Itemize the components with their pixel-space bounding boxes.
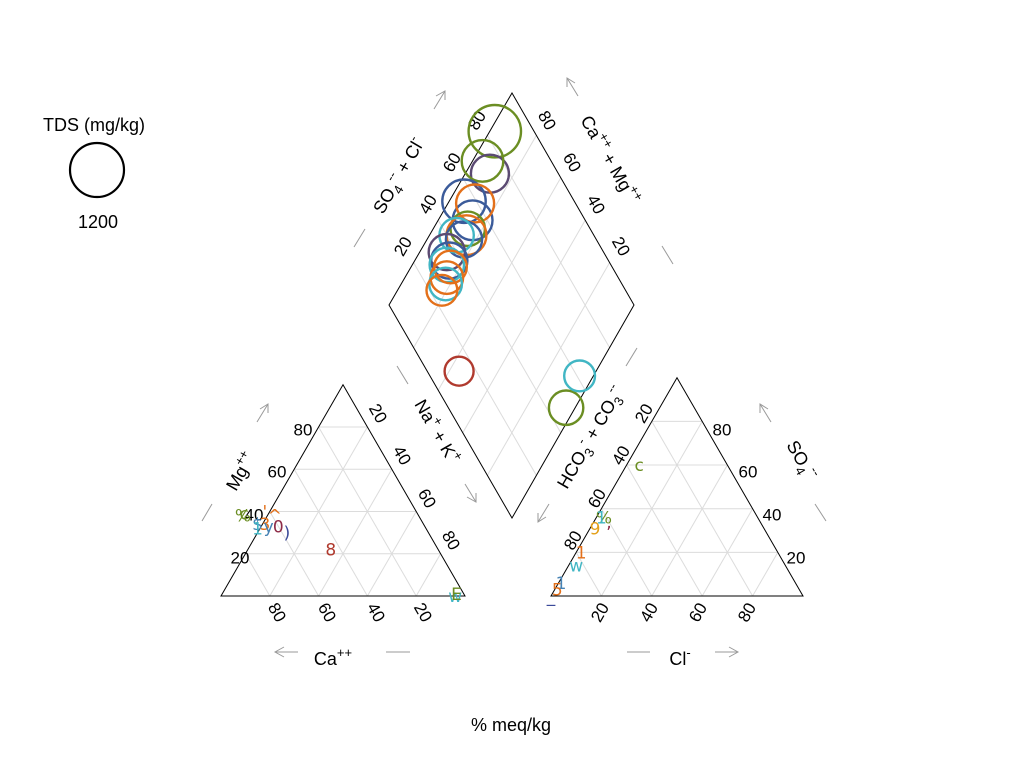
ca-mg-axis-title: Ca++ + Mg++ xyxy=(577,110,647,208)
cation-point: E xyxy=(451,585,462,605)
diamond-point xyxy=(454,183,496,224)
ca-axis-title: Ca++ xyxy=(314,645,352,669)
mg-tick: 60 xyxy=(268,462,287,481)
diamond-point xyxy=(425,273,459,307)
mg-tick: 20 xyxy=(231,548,250,567)
mg-tick: 80 xyxy=(294,420,313,439)
cation-point: 3 xyxy=(259,515,270,535)
so4-tick: 60 xyxy=(739,462,758,481)
cation-point: 8 xyxy=(325,541,336,561)
so4-cl-tick: 40 xyxy=(415,192,441,218)
ca-mg-tick: 80 xyxy=(534,108,560,134)
legend-title: TDS (mg/kg) xyxy=(43,115,145,135)
cl-tick: 40 xyxy=(636,600,662,626)
diamond-frame xyxy=(388,92,635,520)
legend-reference-circle xyxy=(68,141,126,199)
hco3-co3-axis-title: HCO3- + CO3-- xyxy=(550,380,632,494)
ca-tick: 60 xyxy=(314,600,340,626)
ca-tick: 80 xyxy=(264,600,290,626)
cl-axis-title: Cl- xyxy=(669,645,690,669)
anion-point: w xyxy=(569,556,583,576)
anion-point: 5 xyxy=(552,581,563,601)
cation-point: ^ xyxy=(268,507,282,527)
anion-triangle-frame xyxy=(550,376,804,597)
diamond-point xyxy=(562,359,597,393)
diagram-frames xyxy=(220,92,804,597)
tds-legend: TDS (mg/kg) 1200 xyxy=(43,115,145,232)
x-axis-title: % meq/kg xyxy=(471,715,551,735)
diamond-point xyxy=(547,389,585,427)
na-k-tick: 60 xyxy=(414,486,440,512)
cation-point: y xyxy=(264,517,274,537)
diamond-points xyxy=(425,103,597,427)
mg-axis-title: Mg++ xyxy=(219,447,260,494)
cation-triangle-frame xyxy=(220,383,466,597)
mg-tick: 40 xyxy=(245,505,264,524)
anion-point: _ xyxy=(546,587,556,607)
diamond-point xyxy=(443,355,475,387)
hco3-tick: 40 xyxy=(608,443,634,469)
cation-point: w xyxy=(448,587,462,607)
diagram-grid xyxy=(244,135,779,597)
cation-point: c xyxy=(240,505,249,525)
na-k-axis-title: Na+ + K+ xyxy=(411,394,467,467)
so4-axis-title: SO4-- xyxy=(779,435,824,485)
axis-arrows xyxy=(201,77,827,658)
cation-point: 0 xyxy=(273,517,284,537)
cation-point: % xyxy=(235,507,251,527)
na-k-tick: 40 xyxy=(389,443,415,469)
ca-mg-tick: 20 xyxy=(608,234,634,260)
cation-point: ) xyxy=(284,524,291,544)
anion-point: 9 xyxy=(590,519,601,539)
na-k-tick: 80 xyxy=(438,528,464,554)
ca-tick: 40 xyxy=(363,600,389,626)
legend-reference-value: 1200 xyxy=(78,212,118,232)
so4-tick: 20 xyxy=(787,548,806,567)
cl-tick: 20 xyxy=(587,600,613,626)
so4-tick: 40 xyxy=(763,505,782,524)
na-k-tick: 20 xyxy=(365,401,391,427)
cl-tick: 80 xyxy=(734,600,760,626)
anion-point: c xyxy=(635,456,644,476)
ca-tick: 20 xyxy=(410,600,436,626)
cation-point: 1 xyxy=(252,519,263,539)
anion-point: 1 xyxy=(596,508,607,528)
anion-point: % xyxy=(596,508,612,528)
ca-mg-tick: 40 xyxy=(583,192,609,218)
cation-point: $ xyxy=(252,515,263,535)
diamond-point xyxy=(428,266,464,302)
so4-tick: 80 xyxy=(713,420,732,439)
ca-mg-tick: 60 xyxy=(559,150,585,176)
cl-tick: 60 xyxy=(685,600,711,626)
anion-point: 1 xyxy=(576,543,587,563)
diamond-point xyxy=(460,138,505,183)
hco3-tick: 20 xyxy=(631,401,657,427)
diamond-point xyxy=(467,103,523,159)
so4-cl-tick: 20 xyxy=(390,234,416,260)
anion-point: , xyxy=(606,513,611,533)
anion-point: 1 xyxy=(556,574,567,594)
cation-point: ' xyxy=(263,503,268,523)
diamond-point xyxy=(441,178,487,225)
